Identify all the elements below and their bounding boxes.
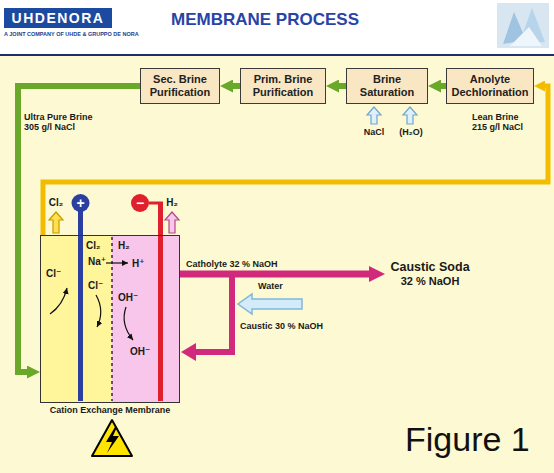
panel-ground xyxy=(0,56,554,473)
header-rule xyxy=(0,54,554,56)
node-text: Caustic Soda xyxy=(389,260,471,274)
input-label: NaCl xyxy=(360,127,388,137)
stream-label: Water xyxy=(258,281,283,291)
gas-outlet-arrow xyxy=(49,212,63,233)
ion-label: H⁺ xyxy=(132,258,145,270)
caustic-return-head xyxy=(181,343,196,361)
anode-bar xyxy=(78,203,83,401)
process-box: Sec. Brine Purification xyxy=(140,68,220,104)
input-arrow xyxy=(367,107,381,124)
figure-caption: Figure 1 xyxy=(405,420,530,459)
input-label: (H₂O) xyxy=(393,127,429,137)
ion-arrow xyxy=(50,288,67,314)
flow-arrow xyxy=(18,86,140,372)
anode-compartment xyxy=(40,235,112,403)
ion-label: OH⁻ xyxy=(130,346,150,358)
ion-label: Na⁺ xyxy=(88,256,106,268)
ion-label: OH⁻ xyxy=(118,292,138,304)
logo-plate xyxy=(4,8,112,28)
gas-label: Cl₂ xyxy=(46,197,66,209)
crystal-picture xyxy=(497,3,549,48)
membrane-line xyxy=(111,237,112,401)
flow-arrow xyxy=(339,83,346,89)
flow-arrow xyxy=(43,86,548,235)
header-ground xyxy=(0,0,554,56)
water-arrow xyxy=(238,294,302,314)
ion-arrow xyxy=(106,262,128,263)
company-logo: UHDENORA xyxy=(4,8,112,28)
process-box: Brine Saturation xyxy=(346,68,428,104)
gas-label: H₂ xyxy=(118,240,130,252)
flow-label: Ultra Pure Brine 305 g/l NaCl xyxy=(24,112,102,133)
cathode-terminal xyxy=(131,194,149,212)
flow-label: Lean Brine 215 g/l NaCl xyxy=(472,112,530,133)
node-text: Prim. Brine Purification xyxy=(245,73,321,98)
diagram-title: MEMBRANE PROCESS xyxy=(140,10,390,30)
input-arrow xyxy=(403,107,417,124)
node-text: Brine Saturation xyxy=(351,73,423,98)
polarity-sign: − xyxy=(131,194,149,212)
ion-arrow xyxy=(124,307,133,340)
ion-label: Cl⁻ xyxy=(88,280,103,292)
node-text: Anolyte Dechlorination xyxy=(451,73,529,98)
ion-label: Cl⁻ xyxy=(46,268,61,280)
voltage-sign xyxy=(92,420,132,456)
node-text: 32 % NaOH xyxy=(389,275,471,288)
flow-label: Catholyte 32 % NaOH xyxy=(186,259,278,269)
crystal-facet xyxy=(510,27,542,46)
stream-label: Caustic 30 % NaOH xyxy=(240,321,323,331)
process-box: Prim. Brine Purification xyxy=(240,68,326,104)
company-note: A JOINT COMPANY OF UHDE & GRUPPO DE NORA xyxy=(4,31,139,37)
cathode-bar xyxy=(158,203,163,401)
flow-arrow xyxy=(180,271,369,278)
node-text: Sec. Brine Purification xyxy=(145,73,215,98)
gas-label: H₂ xyxy=(162,197,182,209)
gas-outlet-arrow xyxy=(165,212,179,233)
node-text: Cation Exchange Membrane xyxy=(50,405,171,415)
anode-terminal xyxy=(72,194,90,212)
gas-label: Cl₂ xyxy=(86,240,100,252)
product-outlet: Caustic Soda32 % NaOH xyxy=(385,254,475,294)
flow-arrow xyxy=(233,83,240,89)
ion-arrow xyxy=(96,295,101,327)
cathode-compartment xyxy=(112,235,180,403)
caustic-return-line xyxy=(195,276,232,352)
lightning-bolt xyxy=(106,427,119,453)
polarity-sign: + xyxy=(72,194,90,212)
electrolysis-cell: Cation Exchange Membrane xyxy=(40,235,180,403)
process-box: Anolyte Dechlorination xyxy=(446,68,534,104)
